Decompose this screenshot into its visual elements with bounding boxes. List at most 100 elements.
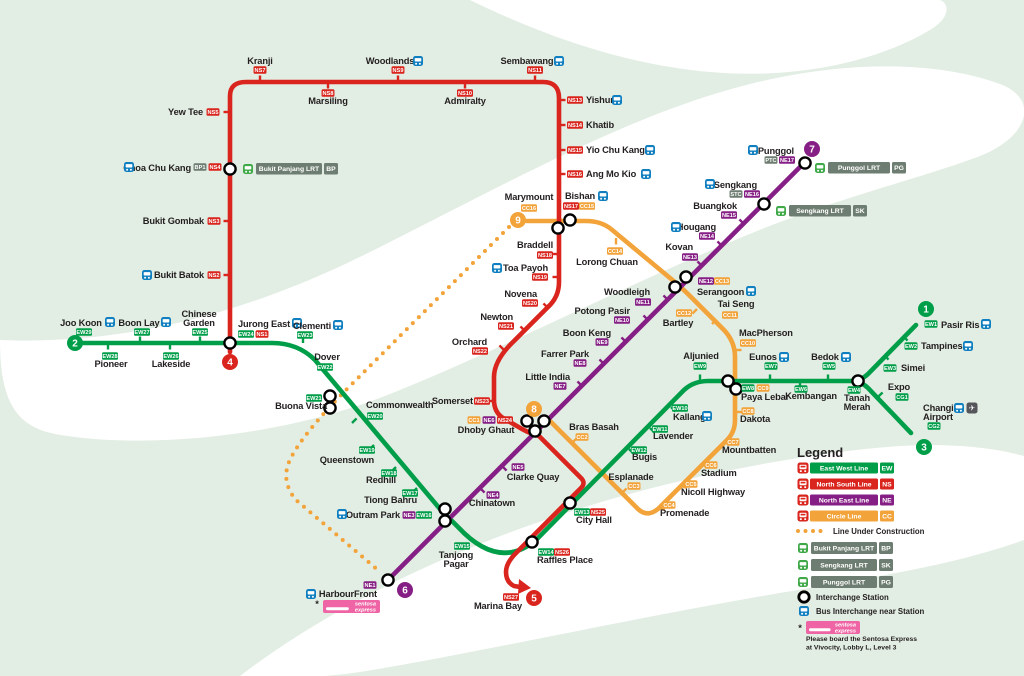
station-code-badge-bg <box>614 316 630 324</box>
bus-interchange-icon <box>124 162 134 172</box>
station-code: CC9 <box>757 386 768 392</box>
train-icon-wheel <box>799 502 802 505</box>
legend-lrt-code: PG <box>881 580 891 587</box>
station-code: NE16 <box>745 192 759 198</box>
station-code-badge-bg <box>682 253 698 261</box>
bus-icon-wheel <box>800 583 803 586</box>
legend-lrt-bus-icon <box>798 577 808 587</box>
station-code: EW8 <box>742 386 754 392</box>
station-code: NS8 <box>323 91 334 97</box>
station-code-badge: EW11 <box>652 425 668 433</box>
station-code: NS25 <box>591 510 605 516</box>
station-code: EW18 <box>381 471 396 477</box>
bus-interchange-icon <box>142 270 152 280</box>
sentosa-logo-text: express <box>835 629 856 635</box>
station-label: Braddell <box>517 240 553 250</box>
legend-lrt-bg <box>811 559 877 571</box>
station-code-badge-bg <box>721 211 737 219</box>
station-code: NS14 <box>568 123 583 129</box>
legend-line-label: North South Line <box>816 482 871 489</box>
legend-line-bg <box>810 462 878 474</box>
station-code-badge-bg <box>904 342 918 350</box>
bus-icon-wheel <box>748 292 751 295</box>
station-code-badge-bg <box>924 320 938 328</box>
station-code-badge: CC5 <box>684 480 698 488</box>
legend-line-bg <box>810 494 878 506</box>
bus-interchange-icon <box>746 286 756 296</box>
legend-line-code: CC <box>882 514 892 521</box>
airport-icon: ✈ <box>966 402 978 414</box>
station-code-badge: NE6 <box>482 416 496 424</box>
station-code-badge-bg <box>207 217 221 225</box>
station-code-badge-bg <box>726 438 740 446</box>
bus-icon-window <box>777 208 785 212</box>
station-code-badge-bg <box>134 328 150 336</box>
station-code-badge: NE14 <box>699 232 715 240</box>
terminal-number-6: 6 <box>397 582 413 598</box>
station-code-badge-bg <box>567 96 583 104</box>
bus-interchange-icon <box>161 317 171 327</box>
station-code-badge: NE8 <box>573 359 587 367</box>
station-label: Pagar <box>443 559 469 569</box>
station-code-badge: NE1 <box>363 581 377 589</box>
station-label: Pasir Ris <box>941 320 979 330</box>
bus-icon-wheel <box>801 612 804 615</box>
station-label: Tanjong <box>439 550 474 560</box>
station-tick-commonwealth <box>351 417 358 424</box>
bus-icon-wheel <box>751 292 754 295</box>
bus-interchange-icon <box>963 341 973 351</box>
station-code: NS26 <box>555 550 569 556</box>
station-code-badge-bg <box>457 89 473 97</box>
station-code-badge-bg <box>163 352 179 360</box>
station-tick-chinatown <box>479 487 486 494</box>
station-label: MacPherson <box>739 328 793 338</box>
station-code-badge-bg <box>563 202 579 210</box>
bus-icon-wheel <box>144 276 147 279</box>
bus-icon-wheel <box>297 324 300 327</box>
station-code-badge-bg <box>538 548 554 556</box>
station-code: NE8 <box>575 361 586 367</box>
bus-icon-window <box>599 193 607 197</box>
bus-icon-window <box>816 165 824 169</box>
station-code-badge-bg <box>567 146 583 154</box>
bus-icon-wheel <box>646 175 649 178</box>
station-label: Bukit Gombak <box>143 216 205 226</box>
bus-icon-window <box>799 545 807 549</box>
station-code-badge-bg <box>883 364 897 372</box>
station-code: CC15 <box>580 204 594 210</box>
legend-line-bg <box>810 510 878 522</box>
station-code-badge-bg <box>306 394 322 402</box>
interchange-core <box>759 199 769 209</box>
station-code-badge-bg <box>367 412 383 420</box>
bus-interchange-icon <box>554 56 564 66</box>
station-code-badge-bg <box>76 328 92 336</box>
station-code: NE11 <box>636 300 650 306</box>
station-label: Chinese <box>181 309 216 319</box>
station-code-badge-bg <box>729 190 743 198</box>
bus-icon-wheel <box>147 276 150 279</box>
terminal-circle <box>918 301 934 317</box>
station-code-badge-bg <box>193 163 207 171</box>
lrt-code-bg <box>892 162 906 174</box>
lrt-code: BP <box>326 166 336 173</box>
station-tick-clarke-quay <box>501 465 508 472</box>
interchange-core <box>565 215 575 225</box>
bus-icon-window <box>493 265 501 269</box>
station-code-badge-bg <box>472 347 488 355</box>
station-code-badge-bg <box>503 593 519 601</box>
interchange-marker <box>323 389 337 415</box>
